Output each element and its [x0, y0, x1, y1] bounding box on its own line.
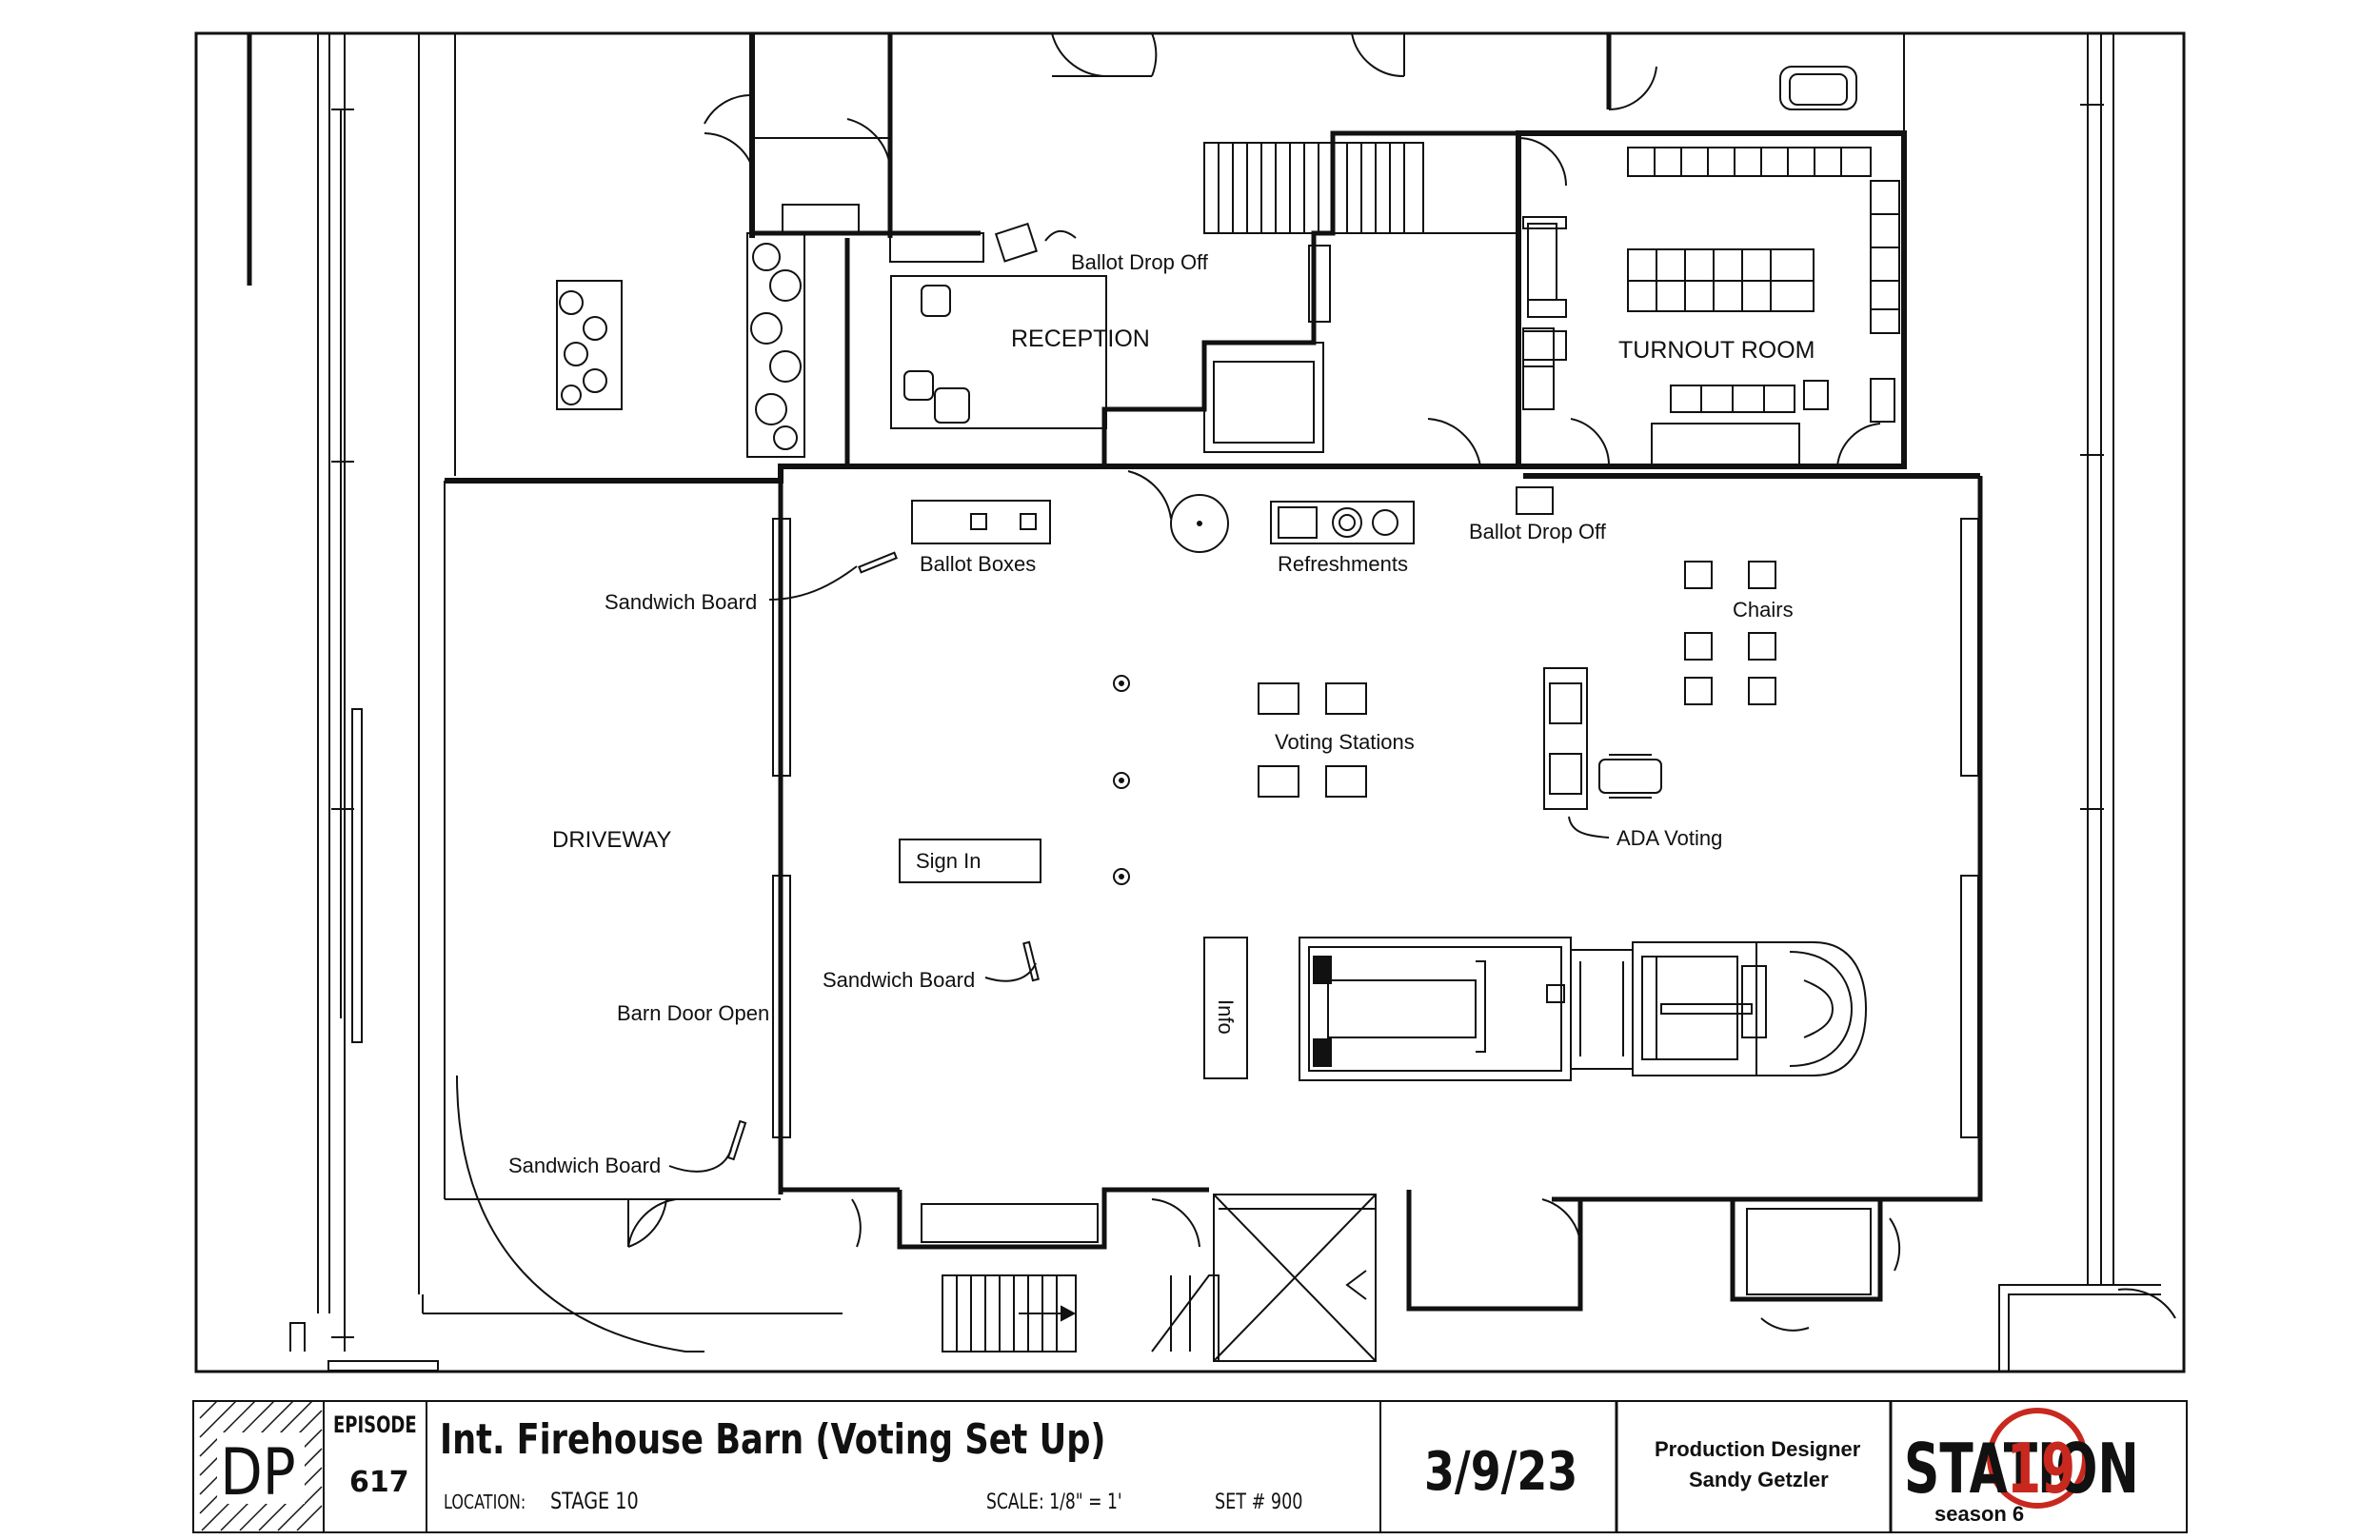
turnout-lockers — [1522, 147, 1900, 423]
voting-stations-group — [1258, 682, 1367, 798]
ballot-boxes-counter — [911, 500, 1051, 544]
refreshments-label: Refreshments — [1278, 552, 1408, 576]
set-number: SET # 900 — [1215, 1490, 1303, 1513]
stairs-lower — [942, 1194, 1377, 1362]
episode-label: EPISODE — [333, 1412, 417, 1439]
round-table — [1170, 494, 1229, 553]
driveway-label: DRIVEWAY — [552, 827, 671, 853]
scale-text: SCALE: 1/8" = 1' — [986, 1490, 1122, 1514]
location-label: LOCATION: — [444, 1491, 526, 1513]
ada-voting-station — [1543, 667, 1662, 810]
planter-left — [559, 290, 607, 405]
sandwich-board-1 — [858, 551, 898, 574]
dp-logo-text: DP — [220, 1433, 295, 1510]
planter-right — [750, 243, 802, 450]
location-value: STAGE 10 — [550, 1489, 639, 1515]
sign-in-label: Sign In — [916, 849, 982, 873]
reception-room-label: RECEPTION — [1011, 326, 1150, 352]
ballot-boxes-label: Ballot Boxes — [920, 552, 1036, 576]
sandwich-board-label-1: Sandwich Board — [605, 590, 757, 614]
sign-in-table — [899, 839, 1041, 883]
chairs-label: Chairs — [1733, 598, 1794, 622]
designer-name: Sandy Getzler — [1689, 1468, 1829, 1491]
episode-number: 617 — [349, 1466, 409, 1499]
ballot-drop-off-lower-label: Ballot Drop Off — [1469, 520, 1607, 543]
info-label: Info — [1214, 999, 1238, 1035]
ada-voting-label: ADA Voting — [1616, 826, 1722, 850]
designer-role: Production Designer — [1655, 1437, 1861, 1461]
station-logo-number: 19 — [2007, 1429, 2075, 1509]
title-block — [192, 1400, 2188, 1533]
voting-stations-label: Voting Stations — [1275, 730, 1415, 754]
chairs-group — [1684, 561, 1776, 705]
fire-truck — [1299, 937, 1868, 1081]
sandwich-board-label-2: Sandwich Board — [823, 968, 975, 992]
barn-door-open-label: Barn Door Open — [617, 1001, 769, 1025]
season-label: season 6 — [1934, 1502, 2024, 1526]
drawing-border — [194, 31, 2186, 1373]
stairs-upper — [1203, 142, 1424, 234]
sandwich-board-2 — [1022, 940, 1040, 982]
ballot-drop-off-upper-label: Ballot Drop Off — [1071, 250, 1209, 274]
drawing-date: 3/9/23 — [1424, 1441, 1577, 1504]
set-title: Int. Firehouse Barn (Voting Set Up) — [440, 1415, 1105, 1464]
turnout-room-label: TURNOUT ROOM — [1618, 337, 1815, 364]
sandwich-board-3 — [726, 1119, 747, 1161]
sandwich-board-label-3: Sandwich Board — [508, 1154, 661, 1177]
ballot-drop-off-box — [1516, 486, 1554, 515]
station-logo-text: STATION — [1904, 1429, 2139, 1509]
info-table — [1203, 937, 1248, 1079]
refreshments-counter — [1270, 501, 1415, 544]
